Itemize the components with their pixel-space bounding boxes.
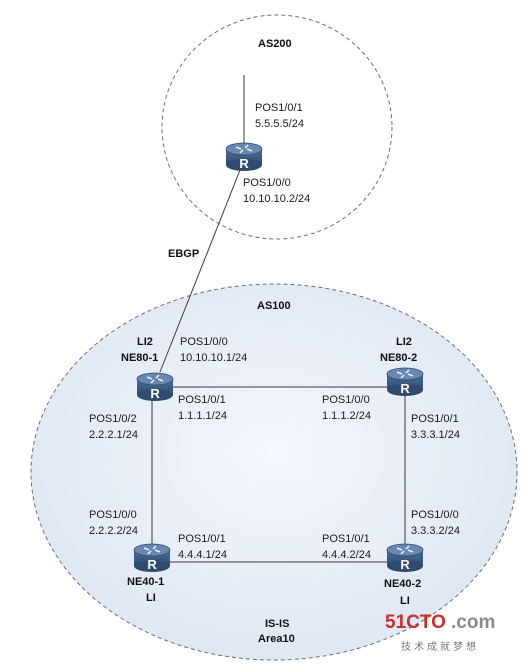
watermark-brand-red: 51CTO [385, 612, 446, 633]
router-icon: R [133, 543, 171, 572]
as200-bottom-ip: 10.10.10.2/24 [243, 193, 310, 205]
area-label: Area10 [258, 633, 295, 645]
ne80-1-up-ip: 10.10.10.1/24 [180, 352, 247, 364]
ne80-1-down-ip: 2.2.2.1/24 [89, 429, 138, 441]
as200-boundary [161, 14, 393, 240]
watermark-brand-grey: .com [451, 612, 495, 633]
svg-text:R: R [400, 381, 410, 396]
as200-top-port: POS1/0/1 [255, 102, 303, 114]
ne40-2-name: NE40-2 [384, 578, 421, 590]
as200-top-ip: 5.5.5.5/24 [255, 118, 304, 130]
svg-text:R: R [150, 386, 160, 401]
watermark-logo: 51CTO .com 技术成就梦想 [385, 612, 495, 653]
ne40-1-up-port: POS1/0/0 [89, 509, 137, 521]
isis-label: IS-IS [265, 618, 289, 630]
ne80-2-name: NE80-2 [380, 352, 417, 364]
ne40-1-level: LI [146, 592, 156, 604]
svg-text:R: R [400, 557, 410, 572]
as200-title: AS200 [258, 38, 292, 50]
ne80-1-up-port: POS1/0/0 [180, 336, 228, 348]
as100-title: AS100 [257, 300, 291, 312]
ne40-2-up-ip: 3.3.3.2/24 [411, 525, 460, 537]
router-icon: R [136, 372, 174, 401]
watermark-tagline: 技术成就梦想 [401, 640, 479, 653]
ne80-2-left-port: POS1/0/0 [322, 394, 370, 406]
as100-boundary [30, 283, 518, 661]
link-ebgp [159, 164, 243, 373]
ne80-1-right-port: POS1/0/1 [178, 394, 226, 406]
ebgp-label: EBGP [168, 248, 199, 260]
ne80-2-level: LI2 [396, 336, 412, 348]
ne40-2-level: LI [400, 595, 410, 607]
svg-text:R: R [239, 156, 249, 171]
ne40-1-name: NE40-1 [127, 576, 164, 588]
ne40-2-left-port: POS1/0/1 [322, 533, 370, 545]
ne40-2-up-port: POS1/0/0 [411, 509, 459, 521]
ne80-2-down-port: POS1/0/1 [411, 413, 459, 425]
ne40-2-left-ip: 4.4.4.2/24 [322, 549, 371, 561]
router-icon: R [386, 367, 424, 396]
ne80-1-name: NE80-1 [121, 352, 158, 364]
ne40-1-right-ip: 4.4.4.1/24 [178, 549, 227, 561]
ne80-2-down-ip: 3.3.3.1/24 [411, 429, 460, 441]
svg-text:R: R [147, 557, 157, 572]
ne80-1-down-port: POS1/0/2 [89, 413, 137, 425]
as200-bottom-port: POS1/0/0 [243, 177, 291, 189]
ne40-1-up-ip: 2.2.2.2/24 [89, 525, 138, 537]
router-icon: R [386, 543, 424, 572]
router-icon: R [225, 142, 263, 171]
ne80-1-right-ip: 1.1.1.1/24 [178, 410, 227, 422]
ne80-2-left-ip: 1.1.1.2/24 [322, 410, 371, 422]
ne40-1-right-port: POS1/0/1 [178, 533, 226, 545]
ne80-1-level: LI2 [137, 336, 153, 348]
